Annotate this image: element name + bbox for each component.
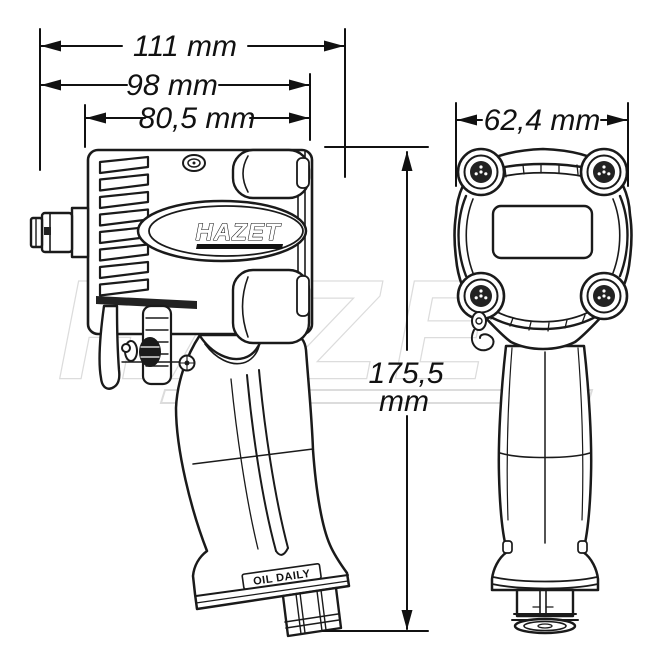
- screw-boss: [579, 147, 629, 197]
- arrow-right: [289, 112, 309, 124]
- side-handle: [174, 333, 351, 611]
- dimension-label-housing-length: 98 mm: [126, 69, 218, 102]
- arrow-right: [607, 114, 627, 126]
- arrow-up: [401, 151, 413, 171]
- front-air-inlet: [511, 588, 579, 635]
- side-cooling-fins: [98, 155, 150, 297]
- screw-boss: [579, 271, 629, 321]
- dimension-label-height-unit: mm: [379, 385, 429, 418]
- square-drive: [29, 206, 90, 259]
- hose-clip-detail: [470, 311, 495, 352]
- arrow-left: [41, 79, 61, 91]
- arrow-left: [41, 40, 61, 52]
- dimension-housing-length: 98 mm: [40, 69, 310, 102]
- dimension-label-head-width: 62,4 mm: [484, 104, 601, 137]
- dimension-label-overall-length: 111 mm: [133, 30, 237, 63]
- front-handle: [490, 344, 600, 592]
- dimension-label-height-value: 175,5: [368, 357, 443, 390]
- dimension-head-width: 62,4 mm: [456, 104, 628, 137]
- side-air-inlet: [281, 586, 343, 638]
- side-view-drawing: OIL DAILY: [29, 148, 351, 638]
- brand-logo-underline: [196, 244, 283, 249]
- brand-logo: HAZET: [136, 199, 308, 263]
- front-view-drawing: [453, 147, 633, 635]
- head-screw-bosses: [456, 147, 629, 321]
- dimension-height: 175,5 mm: [368, 151, 444, 630]
- arrow-left: [457, 114, 477, 126]
- arrow-right: [324, 40, 344, 52]
- screw-boss: [456, 147, 506, 197]
- dimension-body-length: 80,5 mm: [85, 102, 310, 135]
- dimension-annotations: 111 mm 98 mm 80,5 mm 62,4 mm: [39, 28, 629, 632]
- trigger-assembly: [98, 304, 196, 390]
- arrow-down: [401, 610, 413, 630]
- dimension-overall-length: 111 mm: [40, 30, 345, 63]
- arrow-left: [86, 112, 106, 124]
- extension-lines: [39, 28, 629, 632]
- brand-logo-text: HAZET: [196, 219, 282, 246]
- exhaust-deflector: [96, 296, 197, 309]
- arrow-right: [289, 79, 309, 91]
- dimension-label-body-length: 80,5 mm: [139, 102, 256, 135]
